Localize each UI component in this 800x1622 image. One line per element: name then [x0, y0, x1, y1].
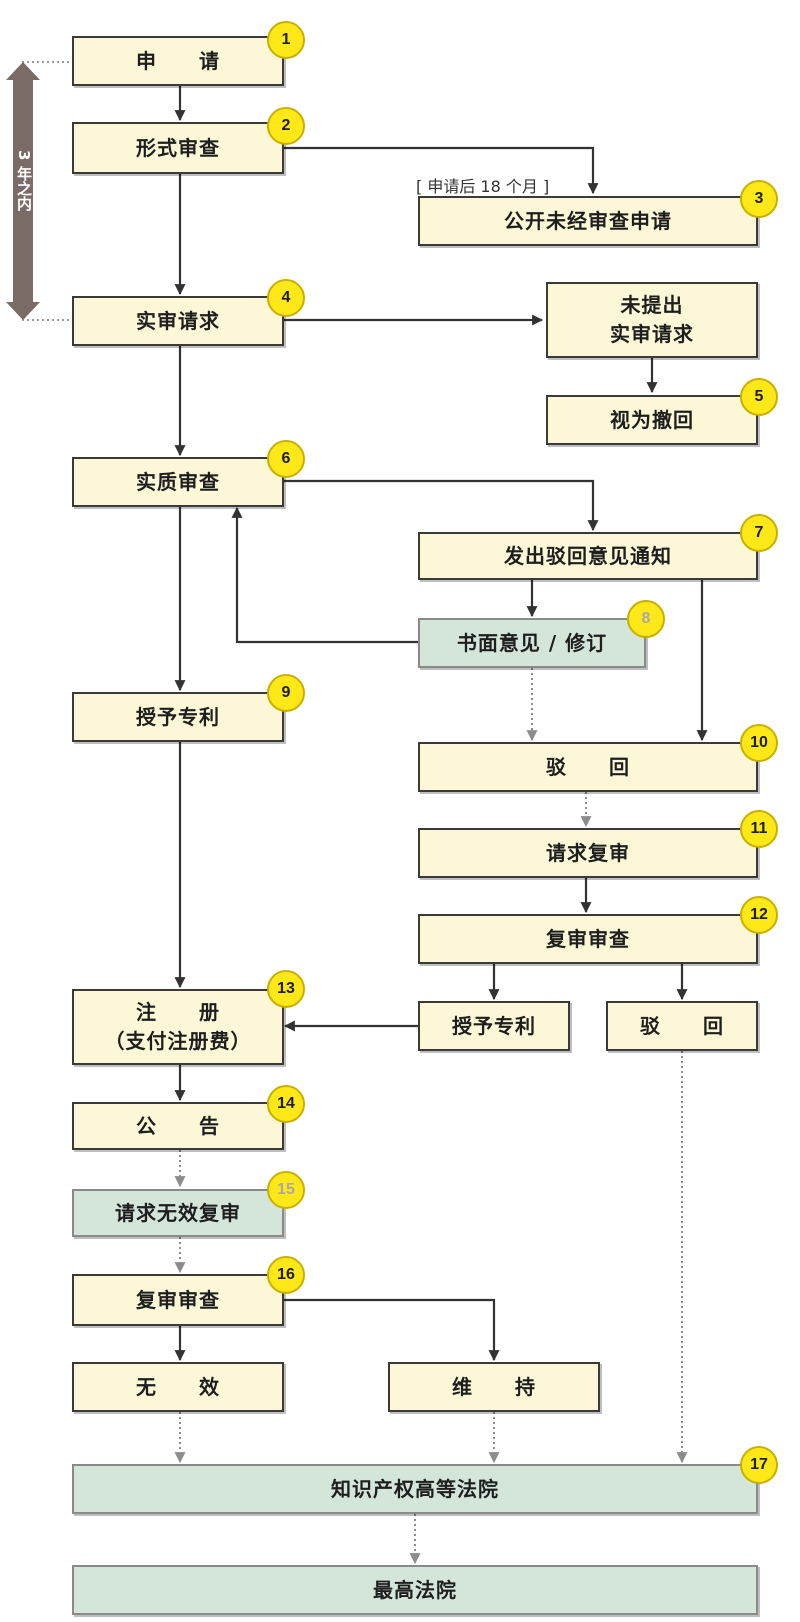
arrow-review-to-maintained [284, 1298, 500, 1362]
invalid-label: 无 效 [136, 1374, 220, 1399]
maintained-label: 维 持 [452, 1374, 536, 1399]
rejection-notice-label: 发出驳回意见通知 [504, 543, 672, 568]
substantive-request-label: 实审请求 [136, 308, 220, 333]
invalidation-request-box: 请求无效复审 [72, 1189, 284, 1237]
arrow-exam-to-notice [284, 479, 599, 532]
not-requested-box: 未提出 实审请求 [546, 282, 758, 358]
step-badge-7: 7 [740, 514, 778, 552]
grant-label: 授予专利 [136, 704, 220, 729]
supreme-court-box: 最高法院 [72, 1565, 758, 1615]
invalid-box: 无 效 [72, 1362, 284, 1412]
grant-after-reexam-label: 授予专利 [452, 1013, 536, 1038]
step-badge-6: 6 [267, 440, 305, 478]
written-opinion-label: 书面意见 / 修订 [456, 630, 608, 655]
period-bar [6, 62, 40, 320]
period-bracket [6, 61, 72, 321]
reexam-review-box: 复审审查 [418, 914, 758, 964]
substantive-exam-label: 实质审查 [136, 469, 220, 494]
formal-exam-box: 形式审查 [72, 122, 284, 174]
substantive-request-box: 实审请求 [72, 296, 284, 346]
step-badge-4: 4 [267, 279, 305, 317]
register-label: 注 册 （支付注册费） [104, 1000, 252, 1053]
deemed-withdrawn-label: 视为撤回 [610, 407, 694, 432]
reexam-review-label: 复审审查 [546, 926, 630, 951]
publish-note: [ 申请后 18 个月 ] [416, 177, 550, 196]
substantive-exam-box: 实质审查 [72, 457, 284, 507]
step-badge-3: 3 [740, 180, 778, 218]
supreme-court-label: 最高法院 [373, 1577, 457, 1602]
dotted-arrows [174, 668, 688, 1565]
publish-label: 公开未经审查申请 [504, 208, 672, 233]
apply-label: 申 请 [136, 48, 220, 73]
invalidation-review-label: 复审审查 [136, 1287, 220, 1312]
maintained-box: 维 持 [388, 1362, 600, 1412]
arrow-opinion-to-exam [231, 506, 418, 644]
rejection-notice-box: 发出驳回意见通知 [418, 532, 758, 580]
step-badge-13: 13 [267, 970, 305, 1008]
announce-label: 公 告 [136, 1113, 220, 1138]
grant-after-reexam-box: 授予专利 [418, 1001, 570, 1051]
step-badge-12: 12 [740, 896, 778, 934]
request-reexam-label: 请求复审 [546, 840, 630, 865]
arrow-formal-to-publish [284, 146, 599, 195]
step-badge-8: 8 [627, 600, 665, 638]
publish-box: 公开未经审查申请 [418, 196, 758, 246]
formal-exam-label: 形式审查 [136, 135, 220, 160]
register-box: 注 册 （支付注册费） [72, 989, 284, 1065]
step-badge-14: 14 [267, 1085, 305, 1123]
step-badge-9: 9 [267, 674, 305, 712]
step-badge-15: 15 [267, 1171, 305, 1209]
request-reexam-box: 请求复审 [418, 828, 758, 878]
step-badge-5: 5 [740, 378, 778, 416]
deemed-withdrawn-box: 视为撤回 [546, 395, 758, 445]
not-requested-label: 未提出 实审请求 [610, 293, 694, 346]
step-badge-17: 17 [740, 1446, 778, 1484]
step-badge-10: 10 [740, 724, 778, 762]
ip-high-court-box: 知识产权高等法院 [72, 1464, 758, 1514]
step-badge-1: 1 [267, 21, 305, 59]
invalidation-review-box: 复审审查 [72, 1274, 284, 1326]
written-opinion-box: 书面意见 / 修订 [418, 618, 646, 668]
invalidation-request-label: 请求无效复审 [115, 1200, 241, 1225]
ip-high-court-label: 知识产权高等法院 [331, 1476, 499, 1501]
reject-box: 驳 回 [418, 742, 758, 792]
reject-after-reexam-label: 驳 回 [640, 1013, 724, 1038]
announce-box: 公 告 [72, 1102, 284, 1150]
apply-box: 申 请 [72, 36, 284, 86]
step-badge-2: 2 [267, 107, 305, 145]
period-label: 3 年之内 [15, 150, 33, 211]
solid-arrows [174, 86, 708, 1362]
grant-box: 授予专利 [72, 692, 284, 742]
step-badge-16: 16 [267, 1256, 305, 1294]
reject-after-reexam-box: 驳 回 [606, 1001, 758, 1051]
step-badge-11: 11 [740, 810, 778, 848]
reject-label: 驳 回 [546, 754, 630, 779]
